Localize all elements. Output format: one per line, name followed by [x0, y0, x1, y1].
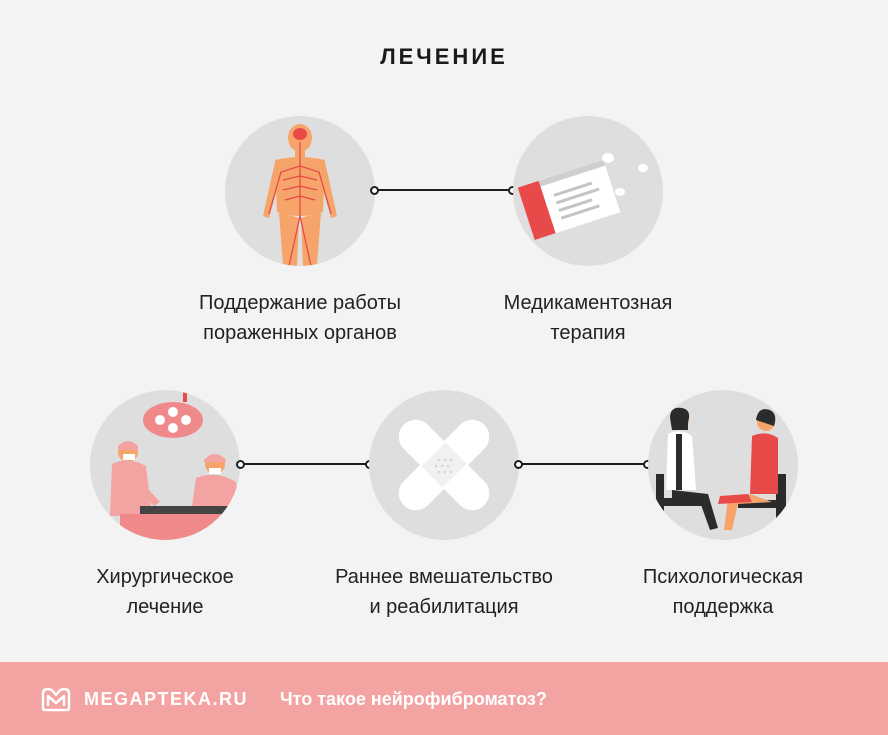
connector-line [378, 189, 508, 191]
brand-link[interactable]: MEGAPTEKA.RU [40, 686, 248, 712]
item-label-psych-support: Психологическая поддержка [642, 566, 804, 618]
medicine-box-icon [513, 116, 663, 266]
footer-question-link[interactable]: Что такое нейрофиброматоз? [280, 689, 547, 709]
connector-line [244, 463, 366, 465]
item-label-early-intervention: Раннее вмешательство и реабилитация [335, 566, 553, 618]
item-label-organ-support: Поддержание работы пораженных органов [199, 292, 401, 344]
footer-bar: MEGAPTEKA.RU Что такое нейрофиброматоз? [0, 662, 888, 735]
item-label-surgery: Хирургическое лечение [96, 566, 234, 618]
item-label-drug-therapy: Медикаментозная терапия [503, 292, 673, 344]
bandage-icon [369, 390, 519, 540]
nervous-system-icon [225, 116, 375, 266]
page-title: ЛЕЧЕНИЕ [380, 44, 508, 69]
psychologist-icon [648, 390, 798, 540]
megapteka-logo-icon [41, 687, 71, 712]
brand-name: MEGAPTEKA.RU [84, 688, 249, 709]
surgery-icon [90, 390, 240, 540]
connector-line [522, 463, 644, 465]
